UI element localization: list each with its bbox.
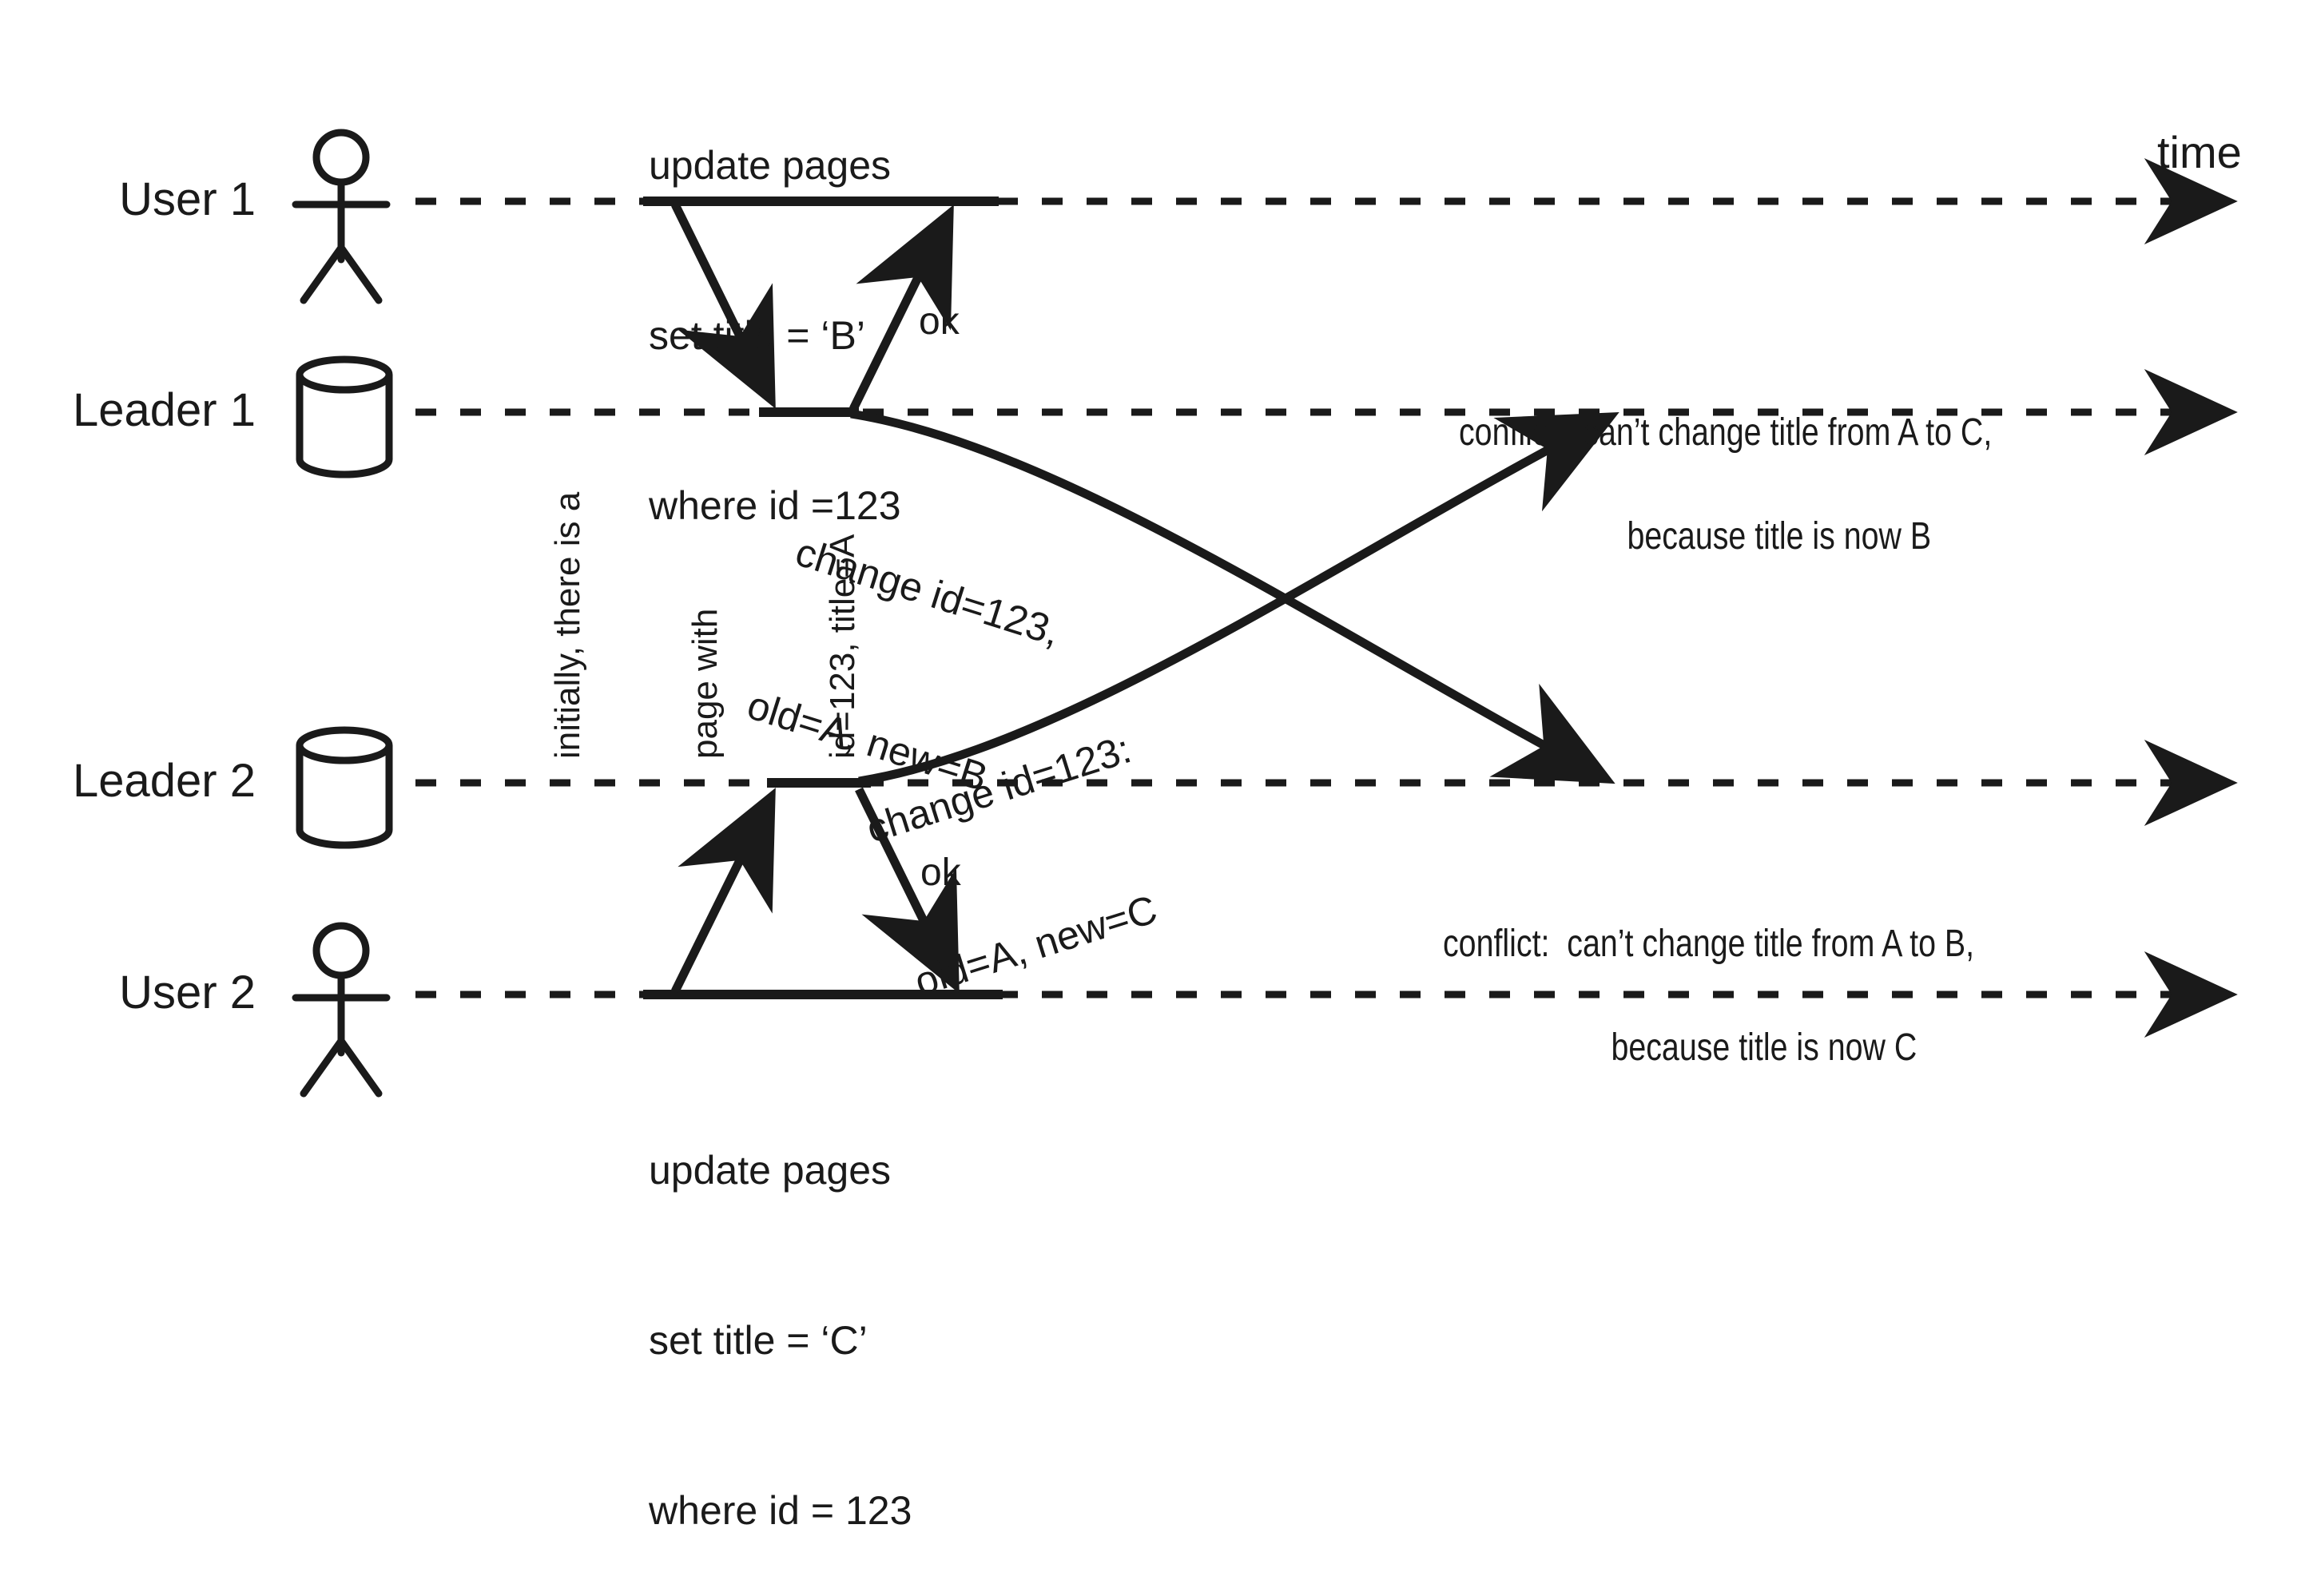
activation-bars-group <box>643 197 1003 999</box>
stick-figure-icon <box>292 129 391 304</box>
arrow-leader1-to-user1-ok <box>849 204 954 411</box>
request-arrows-group <box>671 202 960 994</box>
message-label-ok-top: ok <box>919 300 960 343</box>
lane-label-leader1: Leader 1 <box>73 384 256 436</box>
note-user1-query-line3: where id =123 <box>649 483 901 528</box>
lifelines-group <box>415 158 2238 1038</box>
arrow-user2-to-leader2 <box>671 788 776 994</box>
note-user2-query-line1: update pages <box>649 1148 892 1193</box>
arrow-replicate-c-leader2-to-leader1 <box>858 411 1619 786</box>
lane-label-user2: User 2 <box>119 967 256 1018</box>
note-user1-query: update pages set title = ‘B’ where id =1… <box>649 24 901 591</box>
note-conflict-top: conflict: can’t change title from A to C… <box>1459 302 1992 562</box>
note-initial-state-line2: page with <box>685 608 725 759</box>
message-label-ok-bottom: ok <box>920 852 961 894</box>
note-conflict-bottom-line1: conflict: can’t change title from A to B… <box>1443 922 1975 965</box>
lane-label-user1: User 1 <box>119 173 256 225</box>
note-user1-query-line1: update pages <box>649 143 892 188</box>
note-user2-query: update pages set title = ‘C’ where id = … <box>649 1029 912 1596</box>
database-cylinder-icon <box>296 355 393 478</box>
message-label-replicate-c-line1: change id=123: <box>860 726 1137 852</box>
note-conflict-bottom-line2: because title is now C <box>1611 1026 1918 1070</box>
note-conflict-top-line1: conflict: can’t change title from A to C… <box>1459 411 1993 454</box>
time-axis-label: time <box>2157 127 2242 177</box>
actor-icons-group <box>292 129 393 1098</box>
note-conflict-top-line2: because title is now B <box>1627 515 1932 558</box>
note-conflict-bottom: conflict: can’t change title from A to B… <box>1443 813 1974 1074</box>
note-initial-state-line1: initially, there is a <box>548 491 588 759</box>
arrow-replicate-b-leader1-to-leader2 <box>850 409 1615 784</box>
arrow-user1-to-leader1 <box>671 202 776 409</box>
sequence-diagram-canvas <box>292 129 2238 1098</box>
note-user1-query-line2: set title = ‘B’ <box>649 313 865 358</box>
arrow-leader2-to-user2-ok <box>855 787 960 994</box>
message-label-replicate-b-line1: change id=123, <box>790 529 1066 655</box>
lane-label-leader2: Leader 2 <box>73 755 256 807</box>
replication-arrows-group <box>850 409 1619 786</box>
stick-figure-icon <box>292 922 391 1098</box>
note-user2-query-line2: set title = ‘C’ <box>649 1318 868 1363</box>
message-label-replicate-c-line2: old=A, new=C <box>909 886 1162 1005</box>
note-user2-query-line3: where id = 123 <box>649 1488 912 1533</box>
database-cylinder-icon <box>296 726 393 849</box>
